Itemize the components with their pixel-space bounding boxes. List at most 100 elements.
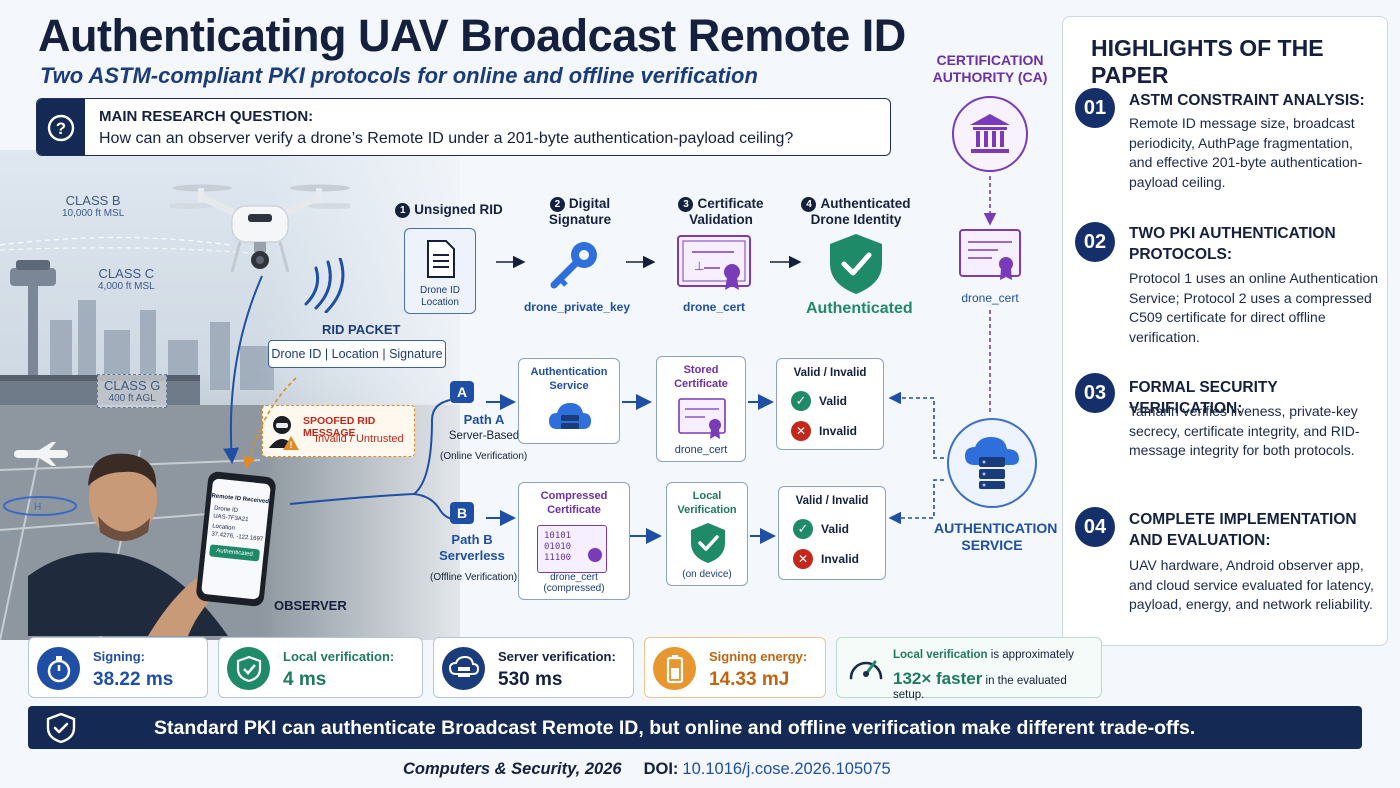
shield-check-icon [46, 712, 76, 744]
ca-certificate-icon [959, 229, 1021, 280]
class-g-label: CLASS G 400 ft AGL [97, 374, 168, 408]
highlight-2-heading: TWO PKI AUTHENTICATION PROTOCOLS: [1129, 225, 1336, 263]
authentication-service-label: AUTHENTICATION SERVICE [934, 520, 1058, 553]
metric-energy-label: Signing energy: [709, 649, 808, 664]
path-b-subtitle: Serverless [439, 548, 505, 563]
highlight-4-heading: COMPLETE IMPLEMENTATION AND EVALUATION: [1129, 511, 1357, 549]
class-c-name: CLASS C [98, 266, 155, 281]
rid-packet-title: RID PACKET [322, 322, 401, 337]
shield-check-icon [227, 647, 270, 690]
svg-text:?: ? [56, 119, 66, 138]
highlight-1-number: 01 [1075, 88, 1115, 128]
broadcast-waves-icon [304, 258, 345, 313]
citation-journal: Computers & Security, 2026 [403, 760, 622, 778]
step-3-text: Certificate Validation [689, 196, 764, 227]
highlight-4-number: 04 [1075, 507, 1115, 547]
invalid-x-icon: ✕ [793, 549, 813, 569]
local-verification-title: Local Verification [677, 490, 737, 516]
step-2-text: Digital Signature [548, 196, 612, 227]
highlight-2-body: Protocol 1 uses an online Authentication… [1129, 270, 1379, 345]
path-b-valid-row: ✓ Valid [793, 519, 849, 539]
metric-speedup: Local verification is approximately 132×… [836, 637, 1102, 701]
highlights-panel: HIGHLIGHTS OF THE PAPER 01 ASTM CONSTRAI… [1062, 16, 1388, 646]
path-b-mode: (Offline Verification) [430, 572, 518, 583]
local-shield-icon [691, 523, 725, 563]
svg-text:H: H [34, 502, 41, 513]
class-c-label: CLASS C 4,000 ft MSL [98, 266, 155, 292]
stored-certificate-icon [678, 398, 726, 439]
shield-check-icon [830, 234, 882, 294]
metric-local-verification: Local verification: 4 ms [218, 637, 423, 698]
unsigned-rid-document: Drone ID Location [404, 228, 476, 314]
metric-signing-energy: Signing energy: 14.33 mJ [644, 637, 826, 698]
path-a-invalid-text: Invalid [819, 424, 858, 438]
spoof-subtitle: Invalid / Untrusted [315, 433, 404, 445]
class-b-altitude: 10,000 ft MSL [62, 208, 125, 219]
page-subtitle: Two ASTM-compliant PKI protocols for onl… [40, 63, 758, 88]
metric-local-value: 4 ms [283, 669, 327, 690]
path-a-badge: A [450, 381, 474, 403]
highlights-title: HIGHLIGHTS OF THE PAPER [1091, 35, 1324, 88]
local-verification-foot: (on device) [682, 569, 732, 580]
compressed-certificate-icon: 10101 01010 11100 [537, 525, 607, 573]
authenticated-label: Authenticated [806, 300, 913, 317]
class-b-name: CLASS B [65, 193, 121, 208]
step-1-number: 1 [395, 203, 411, 218]
path-a-valid-invalid-title: Valid / Invalid [793, 367, 867, 379]
highlight-3-heading: FORMAL SECURITY VERIFICATION: [1129, 379, 1278, 417]
stored-certificate-title: Stored Certificate [674, 364, 728, 390]
spoof-title: SPOOFED RID MESSAGE [303, 415, 376, 439]
diagram-connectors [223, 176, 997, 544]
highlight-1-body: Remote ID message size, broadcast period… [1129, 115, 1363, 190]
certificate-icon: ⊥ [677, 235, 751, 290]
path-a-valid-invalid: Valid / Invalid ✓Valid ✕Invalid [776, 358, 884, 450]
valid-check-icon: ✓ [793, 519, 813, 539]
bank-building-icon [970, 114, 1010, 153]
cloud-icon [549, 403, 591, 429]
stopwatch-icon [37, 647, 80, 690]
observer-label: OBSERVER [274, 598, 347, 613]
class-g-altitude: 400 ft AGL [108, 393, 156, 404]
highlight-3-body: Tamarin verifies liveness, private-key s… [1129, 403, 1360, 458]
path-a-title: Path A Server-Based [444, 412, 524, 444]
step-1-text: Unsigned RID [414, 202, 503, 217]
path-b-valid-text: Valid [821, 522, 850, 536]
seal-icon [588, 548, 602, 562]
path-a-mode: (Online Verification) [440, 451, 528, 462]
path-b-title: Path B Serverless [432, 532, 512, 564]
stored-certificate-foot: drone_cert [674, 444, 728, 456]
authentication-service-circle [947, 418, 1037, 508]
conclusion-banner: Standard PKI can authenticate Broadcast … [28, 706, 1362, 749]
spoofed-rid-message: ! SPOOFED RID MESSAGE Invalid / Untruste… [262, 405, 415, 457]
citation-doi-label: DOI: [643, 760, 679, 778]
conclusion-banner-text: Standard PKI can authenticate Broadcast … [154, 717, 1196, 739]
citation-doi-link[interactable]: 10.1016/j.cose.2026.105075 [682, 760, 891, 778]
step-3-number: 3 [678, 197, 694, 212]
highlight-4-body: UAV hardware, Android observer app, and … [1129, 557, 1374, 612]
speedup-line-1-rest: is approximately [987, 649, 1074, 661]
hacker-icon: ! [269, 416, 299, 450]
class-g-name: CLASS G [104, 378, 161, 393]
step-2-number: 2 [549, 197, 565, 212]
path-a-valid-row: ✓Valid [791, 391, 847, 411]
metric-signing: Signing: 38.22 ms [28, 637, 208, 698]
path-b-badge: B [450, 502, 474, 524]
research-question-box: ? MAIN RESEARCH QUESTION: How can an obs… [36, 98, 891, 156]
class-b-label: CLASS B 10,000 ft MSL [62, 193, 124, 219]
private-key-label: drone_private_key [523, 300, 631, 314]
path-b-valid-invalid: Valid / Invalid ✓ Valid ✕Invalid [778, 486, 886, 580]
path-b-valid-invalid-title: Valid / Invalid [795, 495, 869, 507]
speedup-line-2-rest: in the evaluated setup. [893, 675, 1067, 701]
metric-energy-value: 14.33 mJ [709, 669, 790, 690]
path-b-invalid-row: ✕Invalid [793, 549, 859, 569]
document-icon [427, 240, 455, 278]
compressed-certificate-foot: drone_cert (compressed) [543, 572, 605, 594]
question-icon: ? [37, 99, 85, 155]
path-b-compressed-certificate: Compressed Certificate 10101 01010 11100… [518, 482, 630, 600]
drone-icon [170, 184, 350, 273]
metric-server-label: Server verification: [498, 649, 616, 664]
metric-signing-value: 38.22 ms [93, 669, 174, 690]
